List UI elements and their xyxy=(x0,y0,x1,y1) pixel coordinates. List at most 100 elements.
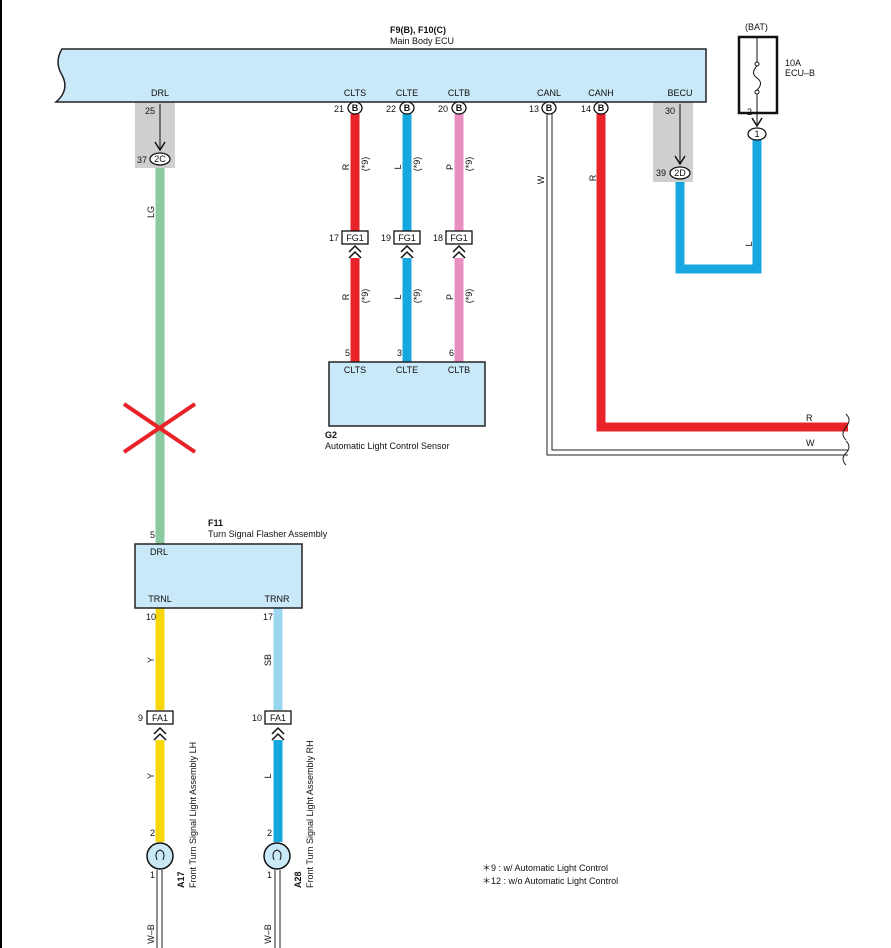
wire-ground-lh xyxy=(156,870,163,948)
code-clts-lower: R xyxy=(341,293,351,300)
wire-clts-upper xyxy=(350,114,360,231)
joint-connector-2d: 39 2D xyxy=(656,104,691,180)
flasher-code: F11 xyxy=(208,518,223,528)
pin-label-cltb: CLTB xyxy=(448,88,470,98)
lamp-lh-pin-bot: 1 xyxy=(150,870,155,880)
note-cltb-upper: (*9) xyxy=(464,157,474,172)
code-clte-lower: L xyxy=(393,294,403,299)
note-clte-upper: (*9) xyxy=(412,157,422,172)
code-clts-upper: R xyxy=(341,163,351,170)
fuse-source: (BAT) xyxy=(745,22,768,32)
footnotes: ＊9 : w/ Automatic Light Control ＊12 : w/… xyxy=(482,863,618,886)
pin-label-becu: BECU xyxy=(667,88,692,98)
code-clte-upper: L xyxy=(393,164,403,169)
fg1-connector-cltb: 18 FG1 xyxy=(433,230,473,259)
fg1-connector-clts: 17 FG1 xyxy=(329,230,369,259)
code-drl: LG xyxy=(146,206,156,218)
fg1-connectors: 17 FG1 19 FG1 18 FG1 xyxy=(329,230,473,259)
pin-num-clts: 21 xyxy=(334,104,344,114)
fa1-connector-lh: 9 FA1 xyxy=(138,710,174,741)
wire-becu xyxy=(675,140,762,274)
fg1-clts-label: FG1 xyxy=(346,233,364,243)
code-cltb-upper: P xyxy=(445,164,455,170)
flasher-trnr-num: 17 xyxy=(263,612,273,622)
wire-trnl-lower xyxy=(155,740,165,842)
wire-ground-rh xyxy=(274,870,281,948)
lamp-rh-code: A28 xyxy=(293,871,303,888)
lamp-rh-pin-top: 2 xyxy=(267,828,272,838)
main-body-ecu: F9(B), F10(C) Main Body ECU xyxy=(53,25,707,182)
code-gnd-rh: W–B xyxy=(263,924,273,944)
sensor-pin3-num: 3 xyxy=(397,348,402,358)
turn-signal-flasher: F11 Turn Signal Flasher Assembly 5 DRL T… xyxy=(134,518,328,622)
sensor-code: G2 xyxy=(325,430,337,440)
connector-b-clte: B xyxy=(399,101,415,115)
joint-2c-num: 37 xyxy=(137,155,147,165)
code-gnd-lh: W–B xyxy=(146,924,156,944)
fuse-ecu-b: (BAT) 10A ECU–B 2 1 xyxy=(737,22,815,141)
fa1-connector-rh: 10 FA1 xyxy=(252,710,292,741)
joint-connector-2c: 37 2C xyxy=(137,104,171,166)
connector-b-canl-label: B xyxy=(546,103,553,113)
fa1-rh-label: FA1 xyxy=(270,713,286,723)
code-trnr-lower: L xyxy=(263,773,273,778)
pin-num-clte: 22 xyxy=(386,104,396,114)
flasher-trnl-num: 10 xyxy=(146,612,156,622)
connector-b-canh: B xyxy=(593,101,609,115)
lamp-lh-pin-top: 2 xyxy=(150,828,155,838)
connector-b-canl: B xyxy=(541,101,557,115)
pin-label-canl: CANL xyxy=(537,88,561,98)
wire-clte-lower xyxy=(402,258,412,362)
note-clts-lower: (*9) xyxy=(360,289,370,304)
code-trnr-upper: SB xyxy=(263,654,273,666)
pin-num-cltb: 20 xyxy=(438,104,448,114)
ecu-body xyxy=(53,48,707,103)
pin-label-canh: CANH xyxy=(588,88,614,98)
code-canl: W xyxy=(536,175,546,184)
sensor-name: Automatic Light Control Sensor xyxy=(325,441,450,451)
bulb-rh-icon xyxy=(263,842,291,870)
ecu-pin-connectors: 25 21 B 22 B 20 B 13 B 14 B 30 xyxy=(145,101,675,116)
wire-drl xyxy=(155,166,165,544)
wire-break-mark-white xyxy=(842,440,850,466)
connector-b-clts-label: B xyxy=(352,103,359,113)
code-cltb-lower: P xyxy=(445,294,455,300)
flasher-drl-num: 5 xyxy=(150,530,155,540)
joint-2c-arrow xyxy=(154,141,166,152)
joint-2c-label: 2C xyxy=(154,154,166,164)
bulb-lh-icon xyxy=(146,842,174,870)
pin-num-drl: 25 xyxy=(145,106,155,116)
fa1-rh-num: 10 xyxy=(252,713,262,723)
sensor-pin5-num: 5 xyxy=(345,348,350,358)
footnote-9: ＊9 : w/ Automatic Light Control xyxy=(482,863,608,873)
pin-num-canl: 13 xyxy=(529,104,539,114)
fuse-rating: 10A xyxy=(785,58,801,68)
fuse-pin: 2 xyxy=(747,107,752,117)
ecu-pin-labels: DRL CLTS CLTE CLTB CANL CANH BECU xyxy=(151,88,693,98)
flasher-pin-trnl: TRNL xyxy=(148,594,172,604)
joint-2d-num: 39 xyxy=(656,168,666,178)
fa1-lh-label: FA1 xyxy=(152,713,168,723)
wire-clte-upper xyxy=(402,114,412,231)
note-clte-lower: (*9) xyxy=(412,289,422,304)
note-cltb-lower: (*9) xyxy=(464,289,474,304)
wire-code-labels: LG R (*9) L (*9) P (*9) R (*9) L (*9) P … xyxy=(146,157,815,944)
connector-b-clts: B xyxy=(347,101,363,115)
front-turn-lamp-lh: 2 1 A17 Front Turn Signal Light Assembly… xyxy=(146,742,198,888)
fg1-clte-num: 19 xyxy=(381,233,391,243)
pin-num-canh: 14 xyxy=(581,104,591,114)
code-out-w: W xyxy=(806,438,815,448)
connector-b-cltb-label: B xyxy=(456,103,463,113)
fg1-cltb-num: 18 xyxy=(433,233,443,243)
ecu-name: Main Body ECU xyxy=(390,36,454,46)
pin-label-drl: DRL xyxy=(151,88,169,98)
pin-num-becu: 30 xyxy=(665,106,675,116)
connector-b-cltb: B xyxy=(451,101,467,115)
lamp-lh-code: A17 xyxy=(176,871,186,888)
wires xyxy=(155,114,848,948)
wire-clts-lower xyxy=(350,258,360,362)
sensor-pin-clts: CLTS xyxy=(344,365,366,375)
wire-cltb-lower xyxy=(454,258,464,362)
wire-trnl-upper xyxy=(155,608,165,710)
